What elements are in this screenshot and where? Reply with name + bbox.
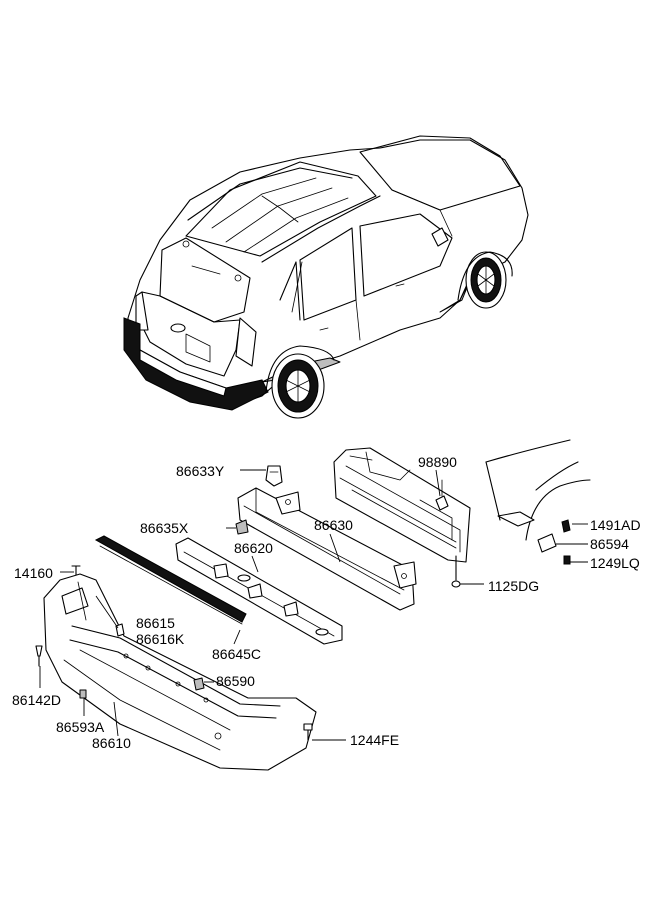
label-86620: 86620: [234, 540, 273, 556]
part-labels: 86633Y 98890 86635X 86630 1491AD 86594 1…: [12, 454, 641, 751]
label-86142D: 86142D: [12, 692, 61, 708]
part-1491AD-clip: [561, 519, 571, 533]
part-1244FE-bolt: [303, 723, 313, 741]
label-86645C: 86645C: [212, 646, 261, 662]
part-1249LQ-screw: [563, 555, 571, 565]
leader-lines: [39, 469, 588, 741]
label-1491AD: 1491AD: [590, 517, 641, 533]
part-86620-absorber: [175, 537, 343, 645]
label-1249LQ: 1249LQ: [590, 555, 640, 571]
part-86610-bumper-cover: [43, 573, 317, 771]
label-1244FE: 1244FE: [350, 732, 399, 748]
label-86593A: 86593A: [56, 719, 105, 735]
part-86630-back-beam: [237, 487, 417, 611]
label-86590: 86590: [216, 673, 255, 689]
part-98890-bolt: [435, 479, 449, 511]
part-86593A-clip: [79, 689, 87, 699]
label-86630: 86630: [314, 517, 353, 533]
part-side-fender: [485, 439, 591, 541]
part-86594-bracket: [537, 533, 557, 553]
label-14160: 14160: [14, 565, 53, 581]
label-98890: 98890: [418, 454, 457, 470]
part-86645C-molding: [94, 535, 247, 625]
part-86615-clip: [115, 623, 125, 637]
label-86615: 86615: [136, 615, 175, 631]
part-86142D-screw: [35, 645, 43, 667]
part-1125DG-bolt: [451, 555, 461, 588]
label-86610: 86610: [92, 735, 131, 751]
part-86590-reflector: [193, 677, 205, 691]
part-86635X-piece: [235, 519, 249, 535]
part-86633Y-bracket: [265, 465, 283, 487]
label-86594: 86594: [590, 536, 629, 552]
vehicle-illustration: [123, 135, 529, 419]
label-86633Y: 86633Y: [176, 463, 225, 479]
part-rear-panel: [333, 447, 471, 563]
label-86635X: 86635X: [140, 520, 189, 536]
label-86616K: 86616K: [136, 631, 185, 647]
label-1125DG: 1125DG: [488, 578, 539, 594]
